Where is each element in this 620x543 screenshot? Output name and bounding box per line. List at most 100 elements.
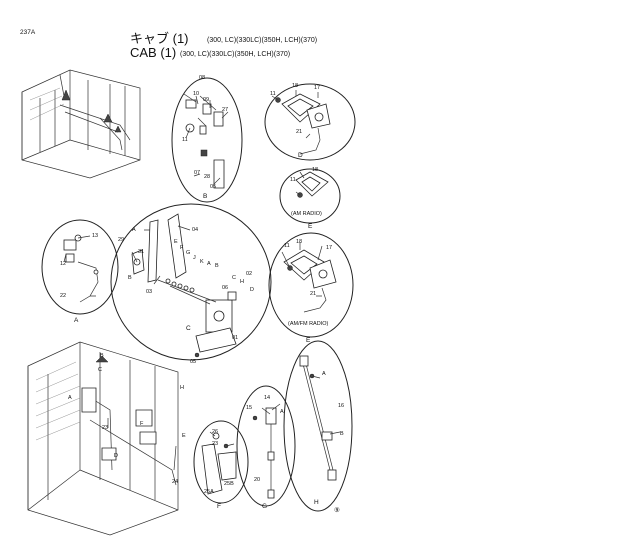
ref-label: 22: [60, 293, 67, 299]
callout-e: E: [182, 433, 186, 439]
model-list-en: (300, LC)(330LC)(350H, LCH)(370): [180, 51, 291, 58]
ref-label: 18: [296, 239, 303, 245]
ref-label: 09: [203, 97, 210, 103]
ref-label: B: [340, 431, 344, 437]
ref-label: 25B: [224, 481, 234, 487]
detail-letter-h: H: [314, 499, 319, 506]
callout-h: H: [180, 385, 184, 391]
ref-label: 17: [314, 85, 321, 91]
ref-label: 11: [270, 91, 276, 97]
detail-circle-e2: [268, 232, 354, 338]
ref-label: C: [232, 275, 236, 281]
ref-label: 23: [102, 425, 109, 431]
ref-label: 21: [296, 129, 303, 135]
callout-a: A: [68, 395, 72, 401]
ref-label: 29: [118, 237, 125, 243]
ref-label: 16: [338, 403, 345, 409]
parts-detail-h: [299, 355, 337, 481]
ref-label: 01: [232, 335, 239, 341]
detail-circle-d: [264, 83, 356, 161]
ref-label: B: [215, 263, 219, 269]
detail-circle-a: [41, 219, 119, 315]
parts-detail-b: [185, 95, 225, 189]
detail-letter-e1: E: [308, 223, 313, 230]
model-list-jp: (300, LC)(330LC)(350H, LCH)(370): [207, 37, 318, 44]
parts-detail-g: [252, 407, 277, 499]
callout-c: C: [98, 367, 102, 373]
ref-label: 18: [312, 167, 319, 173]
ref-label: 11: [182, 137, 188, 143]
ref-label: K: [200, 259, 204, 265]
ref-label: 02: [246, 271, 253, 277]
ref-label: 25A: [204, 489, 214, 495]
parts-detail-c: [131, 213, 237, 358]
ref-label: D: [250, 287, 254, 293]
ref-label: 12: [60, 261, 67, 267]
radio-note-amfm: (AM/FM RADIO): [288, 321, 329, 327]
ref-label: 05: [210, 184, 217, 190]
footer-mark: ⑨: [334, 507, 340, 514]
ref-label: A: [132, 227, 136, 233]
ref-label: 21: [310, 291, 317, 297]
cab-frame-lower: [27, 341, 179, 536]
ref-label: E: [174, 239, 178, 245]
ref-label: 08: [199, 75, 206, 81]
ref-label: 04: [192, 227, 199, 233]
parts-detail-a: [63, 234, 99, 303]
ref-label: 27: [222, 107, 229, 113]
detail-letter-c: C: [186, 325, 191, 332]
ref-label: 31: [138, 249, 145, 255]
ref-label: 11: [284, 243, 290, 249]
parts-detail-e1: [295, 171, 329, 198]
ref-label: A: [207, 261, 211, 267]
radio-note-am: (AM RADIO): [291, 211, 322, 217]
ref-label: B: [128, 275, 132, 281]
title-japanese: キャブ (1): [130, 31, 189, 46]
callout-b: B: [100, 353, 104, 359]
ref-label: 20: [254, 477, 261, 483]
detail-letter-e2: E: [306, 337, 311, 344]
ref-label: 10: [193, 91, 200, 97]
ref-label: 23: [212, 441, 219, 447]
callout-f: F: [140, 421, 144, 427]
detail-letter-d: D: [298, 152, 303, 159]
ref-label: 28: [204, 174, 211, 180]
ref-label: 24: [172, 479, 179, 485]
ref-label: 03: [146, 289, 153, 295]
ref-label: 11: [290, 177, 296, 183]
ref-label: G: [186, 250, 191, 256]
title-english: CAB (1): [130, 45, 177, 60]
ref-label: 17: [326, 245, 333, 251]
detail-circle-c: [110, 203, 272, 361]
ref-label: 07: [194, 170, 201, 176]
detail-circle-b: [171, 77, 243, 203]
detail-circle-e1: [279, 168, 341, 224]
ref-label: J: [193, 255, 196, 261]
detail-letter-b: B: [203, 193, 208, 200]
parts-detail-e2: [283, 249, 337, 313]
detail-letter-g: G: [262, 503, 268, 510]
detail-circle-g: [236, 385, 296, 507]
ref-label: 18: [292, 83, 299, 89]
ref-label: H: [240, 279, 244, 285]
detail-circle-h: [283, 340, 353, 512]
cab-frame-upper: [21, 69, 141, 179]
ref-label: A: [280, 409, 284, 415]
leader-lines: [63, 90, 341, 471]
detail-letter-a: A: [74, 317, 79, 324]
detail-letter-f: F: [217, 503, 221, 510]
page-number: 237A: [20, 29, 36, 36]
ref-label: 14: [264, 395, 271, 401]
ref-label: A: [322, 371, 326, 377]
ref-label: 15: [246, 405, 253, 411]
parts-detail-d: [275, 93, 331, 155]
ref-label: 26: [212, 429, 219, 435]
parts-detail-f: [201, 432, 237, 495]
ref-label: 13: [92, 233, 99, 239]
callout-d: D: [114, 453, 118, 459]
ref-label: F: [180, 245, 184, 251]
ref-label: 06: [222, 285, 229, 291]
ref-label: 05: [190, 359, 197, 365]
